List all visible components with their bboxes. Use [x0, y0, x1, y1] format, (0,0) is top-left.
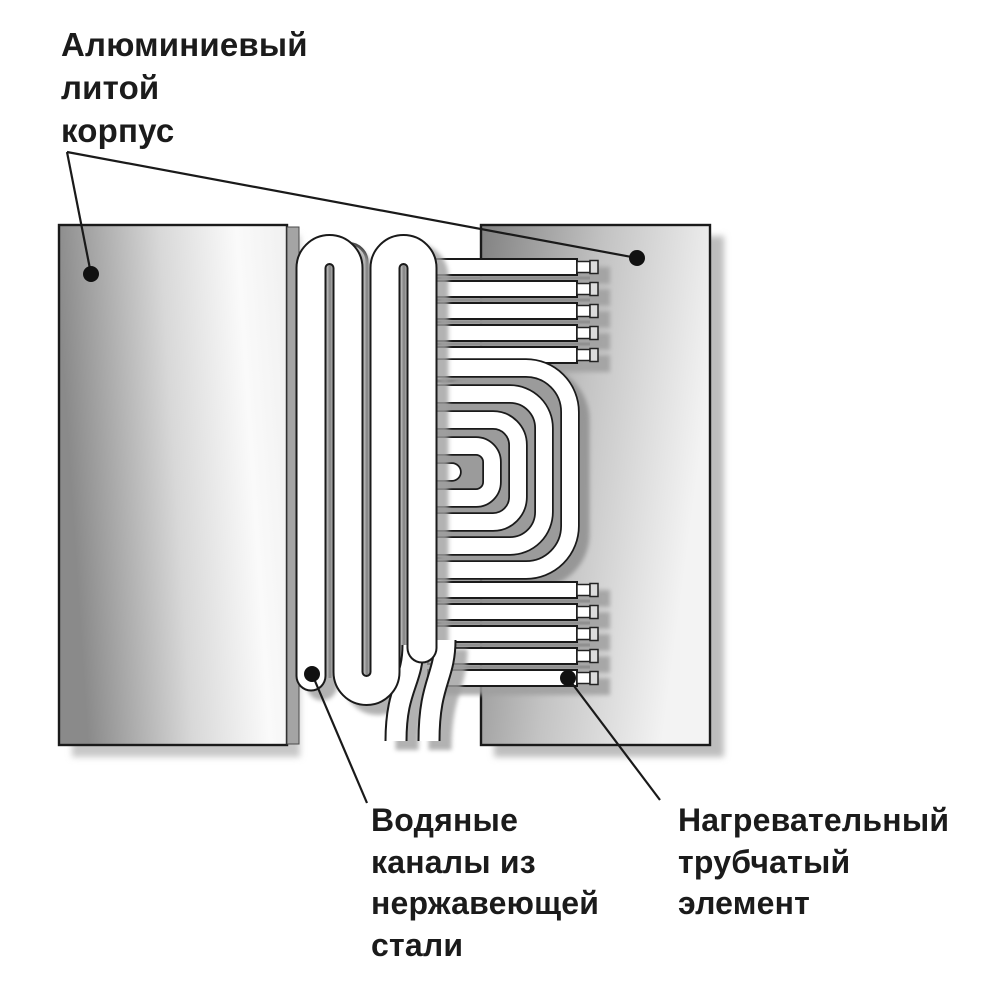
- callout-dot-water-channels: [304, 666, 320, 682]
- leader-aluminum-right: [66, 150, 638, 260]
- label-heating-element: Нагревательный трубчатый элемент: [678, 802, 950, 922]
- leader-lines: [65, 150, 661, 804]
- bottom-tube-end-plugs: [576, 582, 599, 686]
- leader-aluminum-left: [65, 151, 93, 275]
- callout-dots: [83, 250, 645, 686]
- callout-dot-heating-element: [560, 670, 576, 686]
- water-channels-serpentine: [295, 234, 438, 706]
- top-tube-end-plugs: [576, 259, 599, 363]
- leader-heating-element: [567, 677, 661, 801]
- label-aluminum-body: Алюминиевый литой корпус: [61, 26, 308, 149]
- callout-dot-aluminum-right: [629, 250, 645, 266]
- heating-element-top-tubes: [427, 258, 599, 364]
- heating-element-bottom-tubes: [427, 581, 599, 687]
- label-water-channels: Водяные каналы из нержавеющей стали: [371, 802, 600, 963]
- leader-water-channels: [310, 673, 369, 804]
- callout-dot-aluminum-left: [83, 266, 99, 282]
- aluminum-body-left-block: [57, 223, 289, 747]
